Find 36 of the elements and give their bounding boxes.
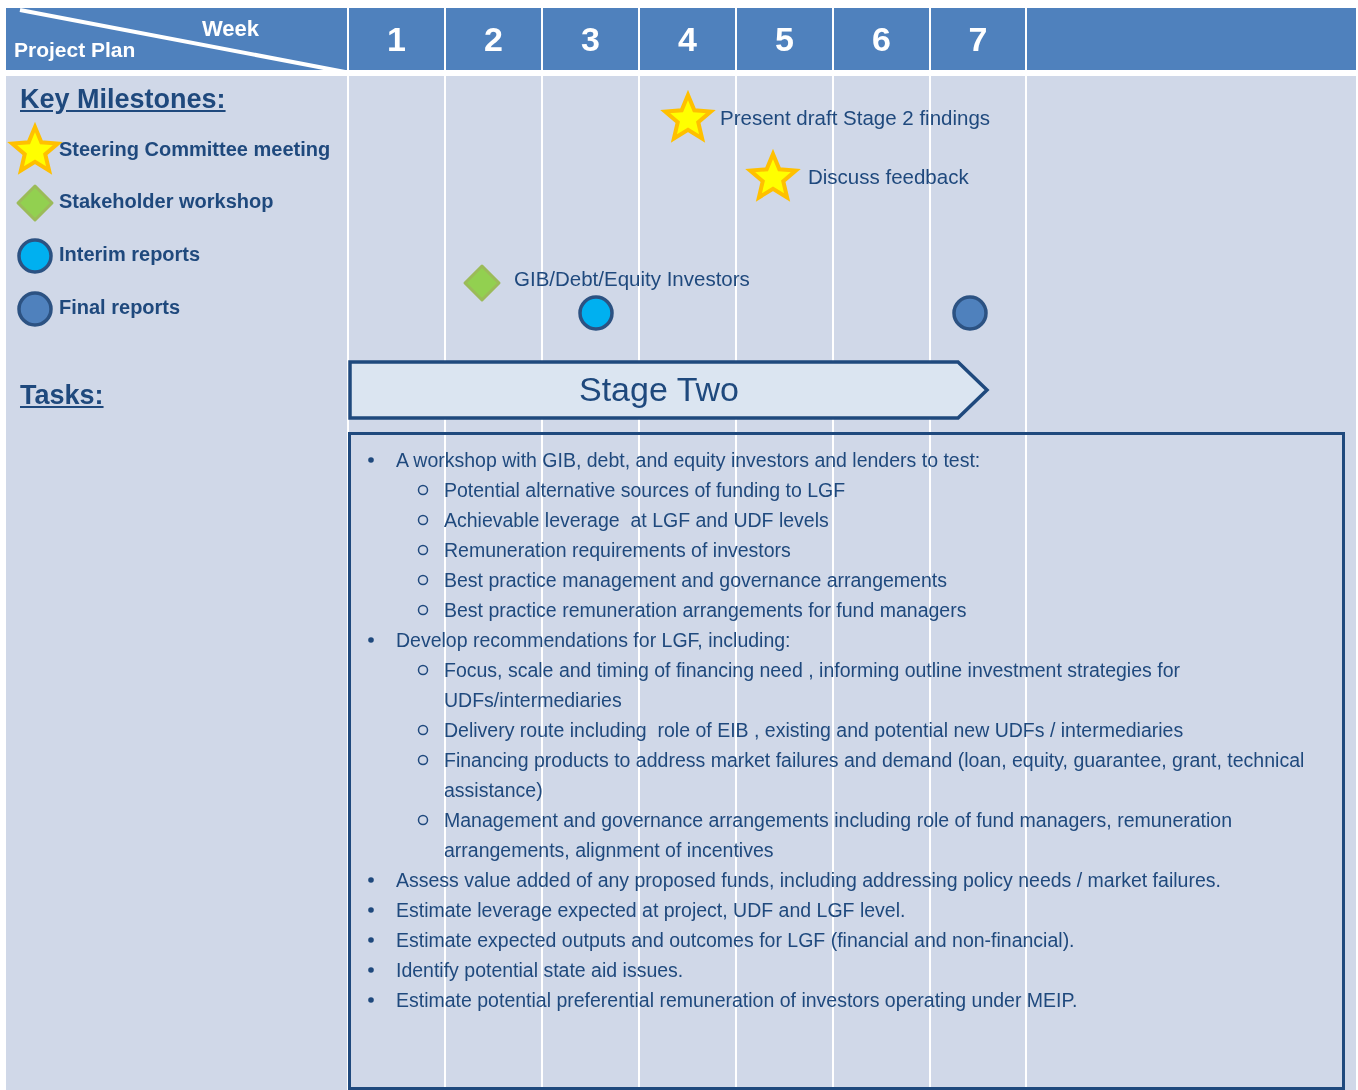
legend-label: Interim reports [59,243,201,266]
task-item: A workshop with GIB, debt, and equity investors and lenders to test: [396,448,982,473]
task-item: Achievable leverage at LGF and UDF levels [444,508,830,533]
task-item: Remuneration requirements of investors [444,538,792,563]
legend-label: Final reports [59,296,181,319]
task-item: Estimate potential preferential remuneration of investors operating under MEIP. [396,988,1079,1013]
legend-label: Steering Committee meeting [59,138,331,161]
week-number: 6 [872,20,891,59]
section-heading: Tasks: [20,380,104,411]
task-item: Focus, scale and timing of financing need , informing outline investment strategies for UDFs/intermediaries [444,658,1181,713]
legend-label: Stakeholder workshop [59,190,274,213]
milestone-label: Discuss feedback [808,165,969,189]
milestone-label: GIB/Debt/Equity Investors [514,267,750,291]
task-item: Potential alternative sources of funding to LGF [444,478,847,503]
header-label: Project Plan [14,38,136,62]
task-panel [348,432,1345,1090]
task-item: Management and governance arrangements including role of fund managers, remuneration arrangements, alignment of incentives [444,808,1234,863]
week-number: 5 [775,20,794,59]
milestone-label: Present draft Stage 2 findings [720,106,991,130]
week-number: 3 [581,20,600,59]
task-item: Identify potential state aid issues. [396,958,685,983]
header-label: Week [202,16,260,42]
task-item: Delivery route including role of EIB , existing and potential new UDFs / intermediaries [444,718,1185,743]
section-heading: Key Milestones: [20,84,226,115]
task-item: Estimate leverage expected at project, UDF and LGF level. [396,898,907,923]
stage-title: Stage Two [577,370,740,409]
task-item: Best practice remuneration arrangements for fund managers [444,598,968,623]
task-item: Financing products to address market failures and demand (loan, equity, guarantee, grant, technical assistance) [444,748,1306,803]
week-number: 7 [968,20,988,59]
task-item: Best practice management and governance arrangements [444,568,948,593]
week-number: 4 [678,20,697,59]
week-number: 2 [484,20,503,59]
task-item: Estimate expected outputs and outcomes for LGF (financial and non-financial). [396,928,1076,953]
task-item: Assess value added of any proposed funds, including addressing policy needs / market failures. [396,868,1222,893]
task-item: Develop recommendations for LGF, including: [396,628,792,653]
week-number: 1 [387,20,406,59]
